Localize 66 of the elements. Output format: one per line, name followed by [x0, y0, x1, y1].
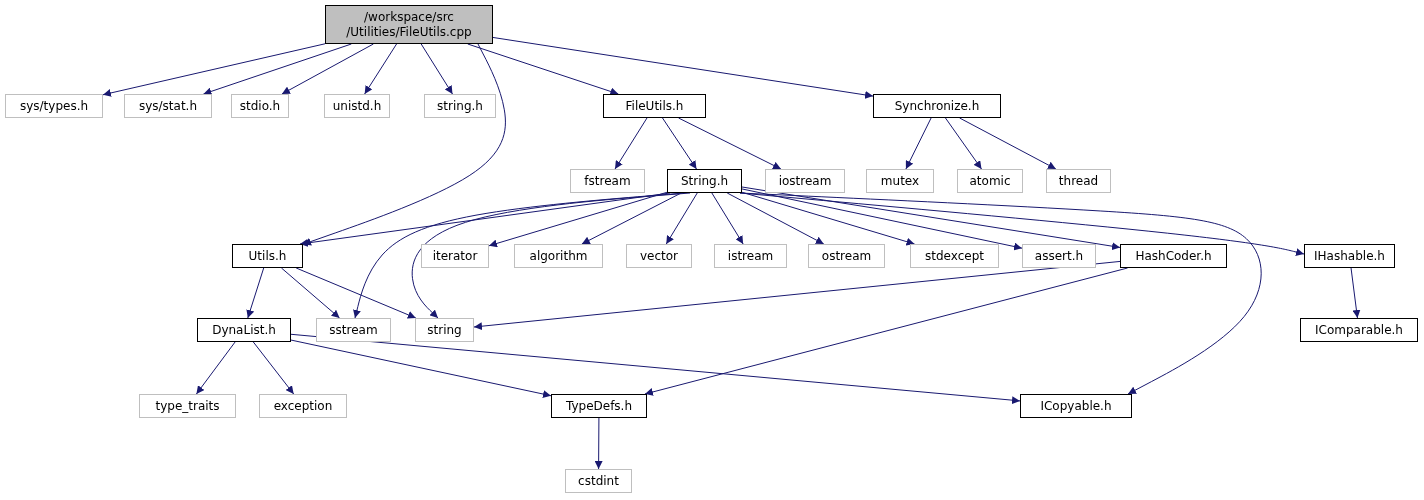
arrow	[252, 341, 295, 395]
header-file-box: HashCoder.h	[1120, 244, 1227, 268]
arrow	[665, 192, 698, 245]
system-header-box: string	[415, 318, 474, 342]
header-file-box: DynaList.h	[197, 318, 291, 342]
system-header-box: stdexcept	[910, 244, 999, 268]
system-header-box: sstream	[316, 318, 391, 342]
system-header-box: cstdint	[565, 469, 632, 493]
arrow	[290, 333, 1021, 405]
header-file-box: Synchronize.h	[873, 94, 1001, 118]
header-file-box: TypeDefs.h	[551, 394, 647, 418]
arrow	[662, 117, 697, 170]
system-header-box: exception	[259, 394, 347, 418]
arrow	[290, 339, 552, 398]
header-file-box: ICopyable.h	[1020, 394, 1132, 418]
system-header-box: algorithm	[514, 244, 603, 268]
arrow	[594, 417, 603, 470]
arrow	[195, 341, 236, 395]
system-header-box: string.h	[424, 94, 496, 118]
arrow	[203, 43, 352, 96]
arrow	[467, 43, 619, 96]
header-file-box: Utils.h	[232, 244, 303, 268]
system-header-box: mutex	[866, 169, 934, 193]
arrow	[581, 192, 682, 245]
system-header-box: istream	[714, 244, 787, 268]
arrow	[280, 267, 341, 319]
arrow	[614, 117, 648, 170]
arrow	[281, 43, 374, 95]
header-file-box: IComparable.h	[1300, 318, 1418, 342]
system-header-box: sys/types.h	[5, 94, 103, 118]
header-file-box: String.h	[667, 169, 742, 193]
system-header-box: iostream	[765, 169, 845, 193]
system-header-box: assert.h	[1022, 244, 1096, 268]
arrow	[726, 192, 825, 245]
system-header-box: thread	[1046, 169, 1111, 193]
system-header-box: stdio.h	[231, 94, 289, 118]
arrow	[420, 43, 453, 95]
arrow	[246, 267, 265, 319]
header-file-box: IHashable.h	[1304, 244, 1395, 268]
system-header-box: fstream	[570, 169, 645, 193]
arrow	[739, 192, 1262, 395]
source-file-box: /workspace/src /Utilities/FileUtils.cpp	[325, 5, 493, 44]
system-header-box: vector	[626, 244, 692, 268]
arrow	[741, 186, 1121, 251]
arrow	[905, 117, 932, 170]
arrow	[492, 36, 874, 99]
system-header-box: atomic	[957, 169, 1023, 193]
arrow	[644, 267, 1129, 396]
arrow	[945, 117, 982, 170]
system-header-box: type_traits	[139, 394, 236, 418]
arrow	[741, 188, 1023, 251]
arrow	[741, 191, 915, 246]
system-header-box: ostream	[808, 244, 885, 268]
system-header-box: unistd.h	[324, 94, 390, 118]
arrow	[364, 43, 398, 95]
arrow	[295, 267, 417, 319]
arrow	[959, 117, 1057, 170]
header-file-box: FileUtils.h	[603, 94, 706, 118]
arrow	[473, 260, 1121, 331]
arrow	[1350, 267, 1361, 319]
arrow	[711, 192, 744, 245]
arrow	[102, 43, 326, 97]
system-header-box: sys/stat.h	[124, 94, 212, 118]
arrow	[678, 117, 782, 170]
arrow	[488, 191, 668, 248]
system-header-box: iterator	[421, 244, 489, 268]
